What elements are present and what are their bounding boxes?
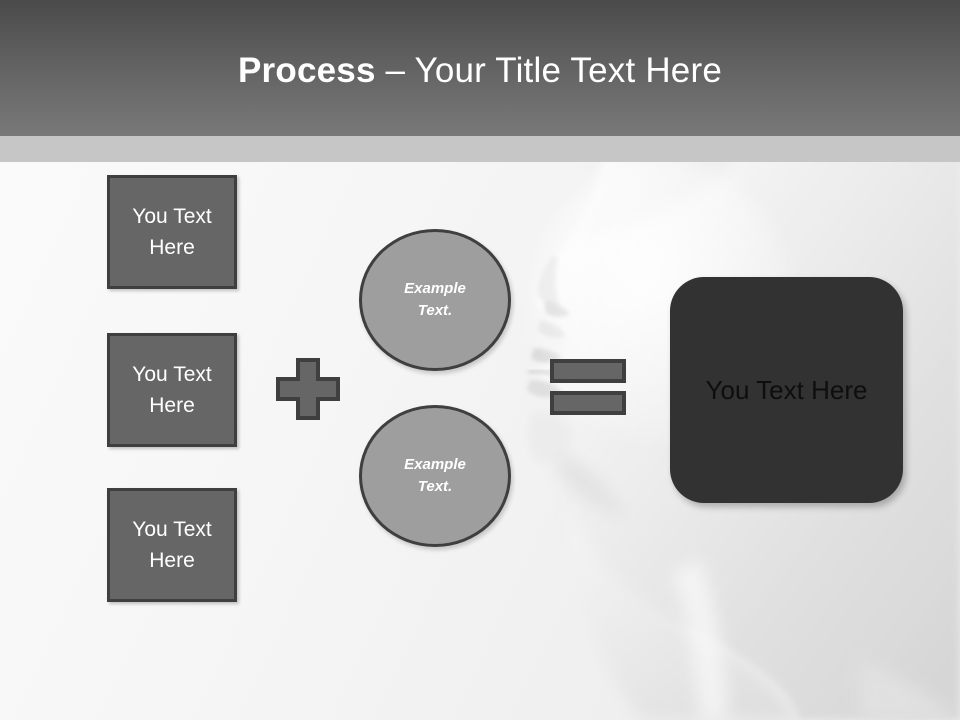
page-title-bold: Process — [238, 51, 376, 90]
result-box[interactable]: You Text Here — [670, 277, 903, 503]
example-circle-2[interactable]: Example Text. — [359, 405, 511, 547]
example-circle-1-label: Example Text. — [404, 280, 466, 319]
input-box-3[interactable]: You Text Here — [107, 488, 237, 602]
example-circle-2-label: Example Text. — [404, 456, 466, 495]
input-box-1-label: You Text Here — [132, 205, 212, 259]
input-box-2-label: You Text Here — [132, 363, 212, 417]
page-title: Process – Your Title Text Here — [0, 50, 960, 92]
plus-icon — [276, 358, 340, 420]
title-accent-strip — [0, 136, 960, 162]
example-circle-1[interactable]: Example Text. — [359, 229, 511, 371]
result-box-label: You Text Here — [705, 375, 868, 405]
input-box-1[interactable]: You Text Here — [107, 175, 237, 289]
equals-icon — [550, 359, 626, 415]
title-band — [0, 0, 960, 136]
input-box-2[interactable]: You Text Here — [107, 333, 237, 447]
input-box-3-label: You Text Here — [132, 518, 212, 572]
page-title-rest: – Your Title Text Here — [375, 51, 722, 90]
